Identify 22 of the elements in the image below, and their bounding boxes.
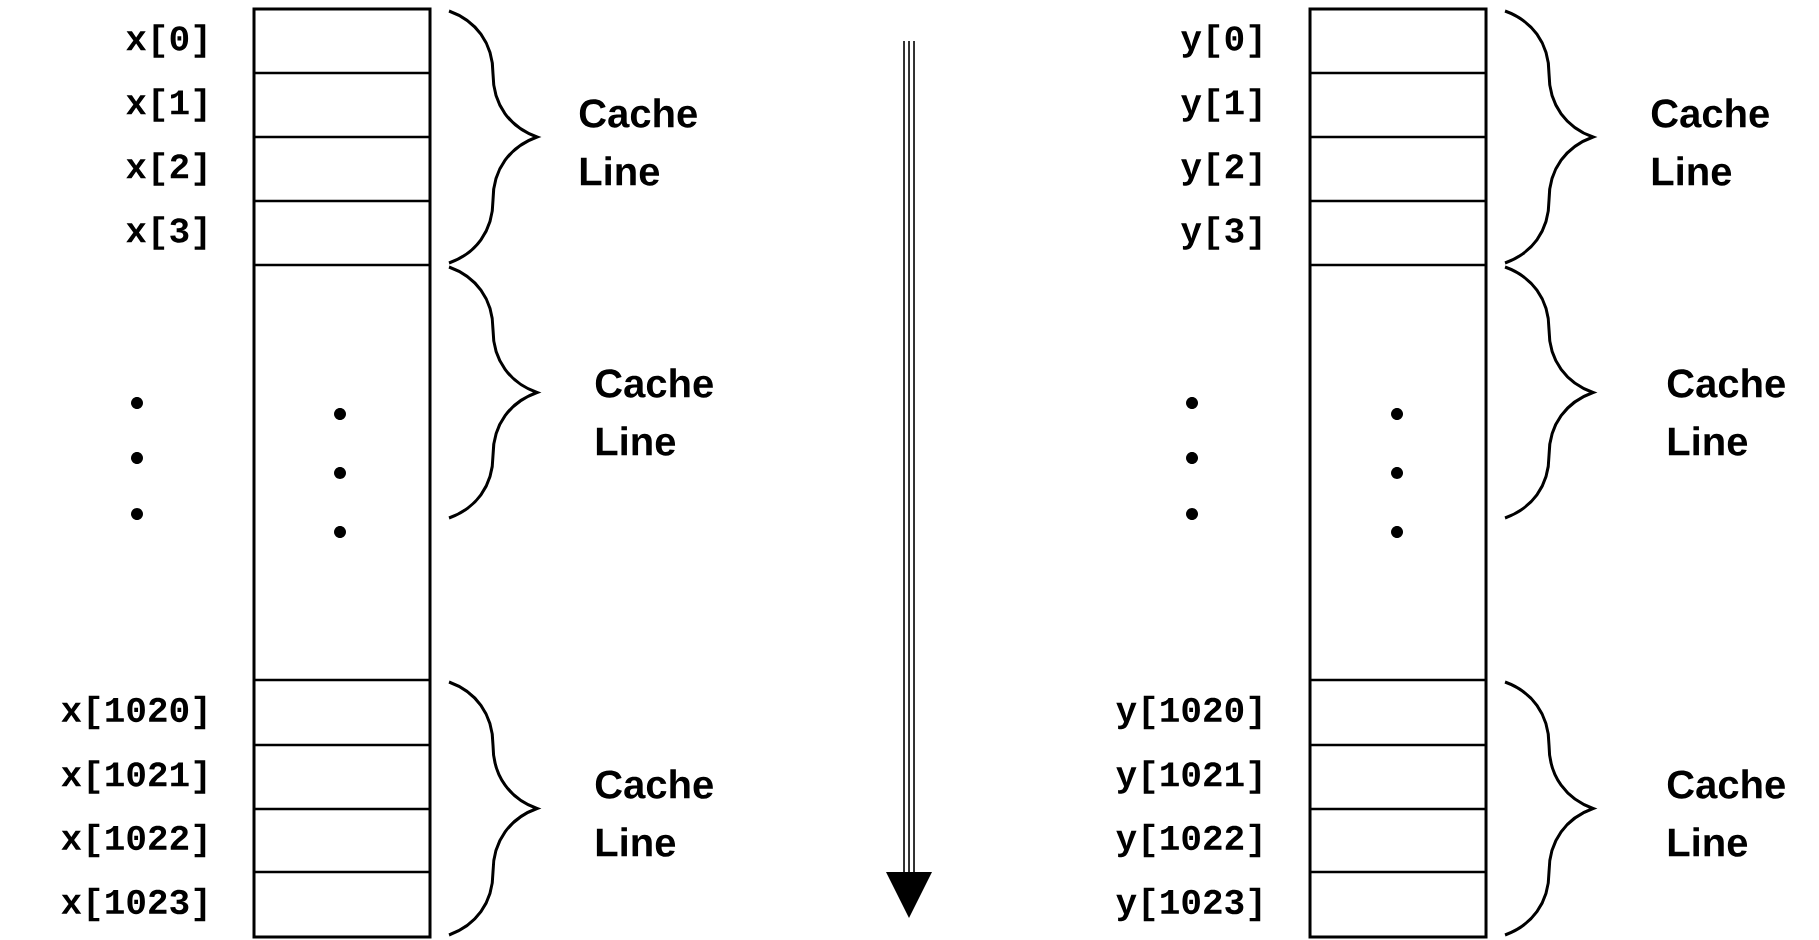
index-label: y[2]	[1181, 152, 1261, 186]
cache-line-label: Cache Line	[1667, 769, 1785, 857]
index-label: x[1021]	[61, 760, 206, 794]
index-label: y[1022]	[1116, 823, 1261, 858]
index-label: y[1023]	[1116, 887, 1261, 922]
cache-line-label: Cache Line	[1667, 368, 1785, 456]
index-label: x[1020]	[61, 695, 206, 730]
index-label: x[1022]	[61, 823, 206, 858]
cache-line-label: Cache Line	[595, 368, 713, 456]
index-label: y[3]	[1181, 216, 1261, 250]
cache-line-label: Cache Line	[579, 98, 697, 186]
index-label: x[1]	[126, 88, 206, 122]
index-label: x[2]	[126, 152, 206, 186]
index-label: y[1]	[1181, 88, 1261, 122]
cache-line-label: Cache Line	[595, 769, 713, 857]
index-label: y[1020]	[1116, 695, 1261, 730]
index-label: x[0]	[126, 24, 206, 58]
cache-line-label: Cache Line	[1651, 98, 1769, 186]
index-label: x[1023]	[61, 887, 206, 922]
index-label: y[0]	[1181, 24, 1261, 58]
index-label: x[3]	[126, 216, 206, 250]
index-label: y[1021]	[1116, 760, 1261, 794]
